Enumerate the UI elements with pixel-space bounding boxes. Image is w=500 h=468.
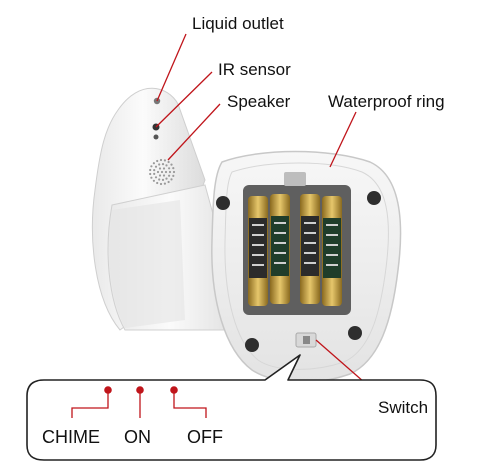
speaker-hole: [158, 178, 161, 181]
speaker-hole: [154, 176, 158, 179]
speaker-hole: [159, 182, 163, 186]
speaker-hole: [158, 167, 162, 170]
speaker-hole: [160, 170, 164, 174]
speaker-hole: [162, 174, 166, 177]
speaker-hole: [165, 164, 168, 167]
speaker-hole: [172, 167, 175, 170]
battery-pack: [248, 194, 342, 306]
speaker-hole: [170, 178, 173, 181]
speaker-hole: [156, 159, 159, 163]
speaker-hole: [149, 172, 152, 176]
on-dot: [136, 386, 144, 394]
speaker-hole: [172, 170, 176, 174]
speaker-hole: [152, 179, 155, 182]
device-body: [91, 87, 246, 331]
speaker-hole: [164, 170, 168, 174]
speaker-hole: [172, 174, 175, 177]
label-waterproof-ring: Waterproof ring: [328, 92, 445, 111]
speaker-hole: [167, 180, 170, 184]
speaker-hole: [154, 165, 158, 168]
switch-mode-bubble: [26, 354, 437, 461]
speaker-hole: [158, 174, 162, 177]
speaker-hole: [162, 167, 166, 170]
speaker-hole: [165, 177, 168, 180]
waterproof-ring-leader: [329, 111, 357, 168]
chime-indicator-line: [71, 392, 109, 418]
mode-indicators: [71, 392, 207, 418]
speaker-hole: [159, 158, 163, 162]
speaker-hole: [168, 170, 172, 174]
label-liquid-outlet: Liquid outlet: [192, 14, 284, 33]
speaker-hole: [163, 159, 166, 162]
off-indicator-line: [173, 392, 207, 418]
label-speaker: Speaker: [227, 92, 291, 111]
speaker-hole: [158, 163, 161, 166]
speaker-hole: [152, 162, 155, 165]
ir-sensor-leader: [155, 71, 213, 128]
screw-foot-bottom-left: [245, 338, 259, 352]
off-dot: [170, 386, 178, 394]
battery-cell: [270, 194, 290, 304]
label-switch: Switch: [378, 398, 429, 417]
screw-foot-top-left: [216, 196, 230, 210]
speaker-hole: [150, 165, 153, 168]
mode-label-chime: CHIME: [42, 427, 100, 447]
screw-foot-bottom-right: [348, 326, 362, 340]
speaker-hole: [153, 172, 156, 175]
speaker-hole: [150, 176, 153, 179]
speaker-hole: [170, 163, 173, 166]
speaker-hole: [156, 170, 160, 174]
mode-label-off: OFF: [187, 427, 223, 447]
mode-switch[interactable]: [295, 332, 317, 348]
speaker-grille: [149, 158, 176, 186]
speaker-hole: [161, 163, 165, 166]
speaker-hole: [163, 182, 166, 185]
battery-cell: [300, 194, 320, 304]
mode-label-on: ON: [124, 427, 151, 447]
speaker-hole: [161, 178, 165, 181]
chime-dot: [104, 386, 112, 394]
speaker-hole: [153, 169, 156, 172]
speaker-hole: [167, 160, 170, 164]
speaker-hole: [149, 168, 152, 172]
speaker-hole: [168, 167, 171, 170]
screw-foot-top-right: [367, 191, 381, 205]
battery-cell: [248, 196, 268, 306]
liquid-outlet-leader: [156, 33, 187, 102]
speaker-leader: [167, 103, 221, 161]
battery-cell: [322, 196, 342, 306]
speaker-hole: [156, 181, 159, 185]
speaker-hole: [168, 174, 171, 177]
label-ir-sensor: IR sensor: [218, 60, 291, 79]
